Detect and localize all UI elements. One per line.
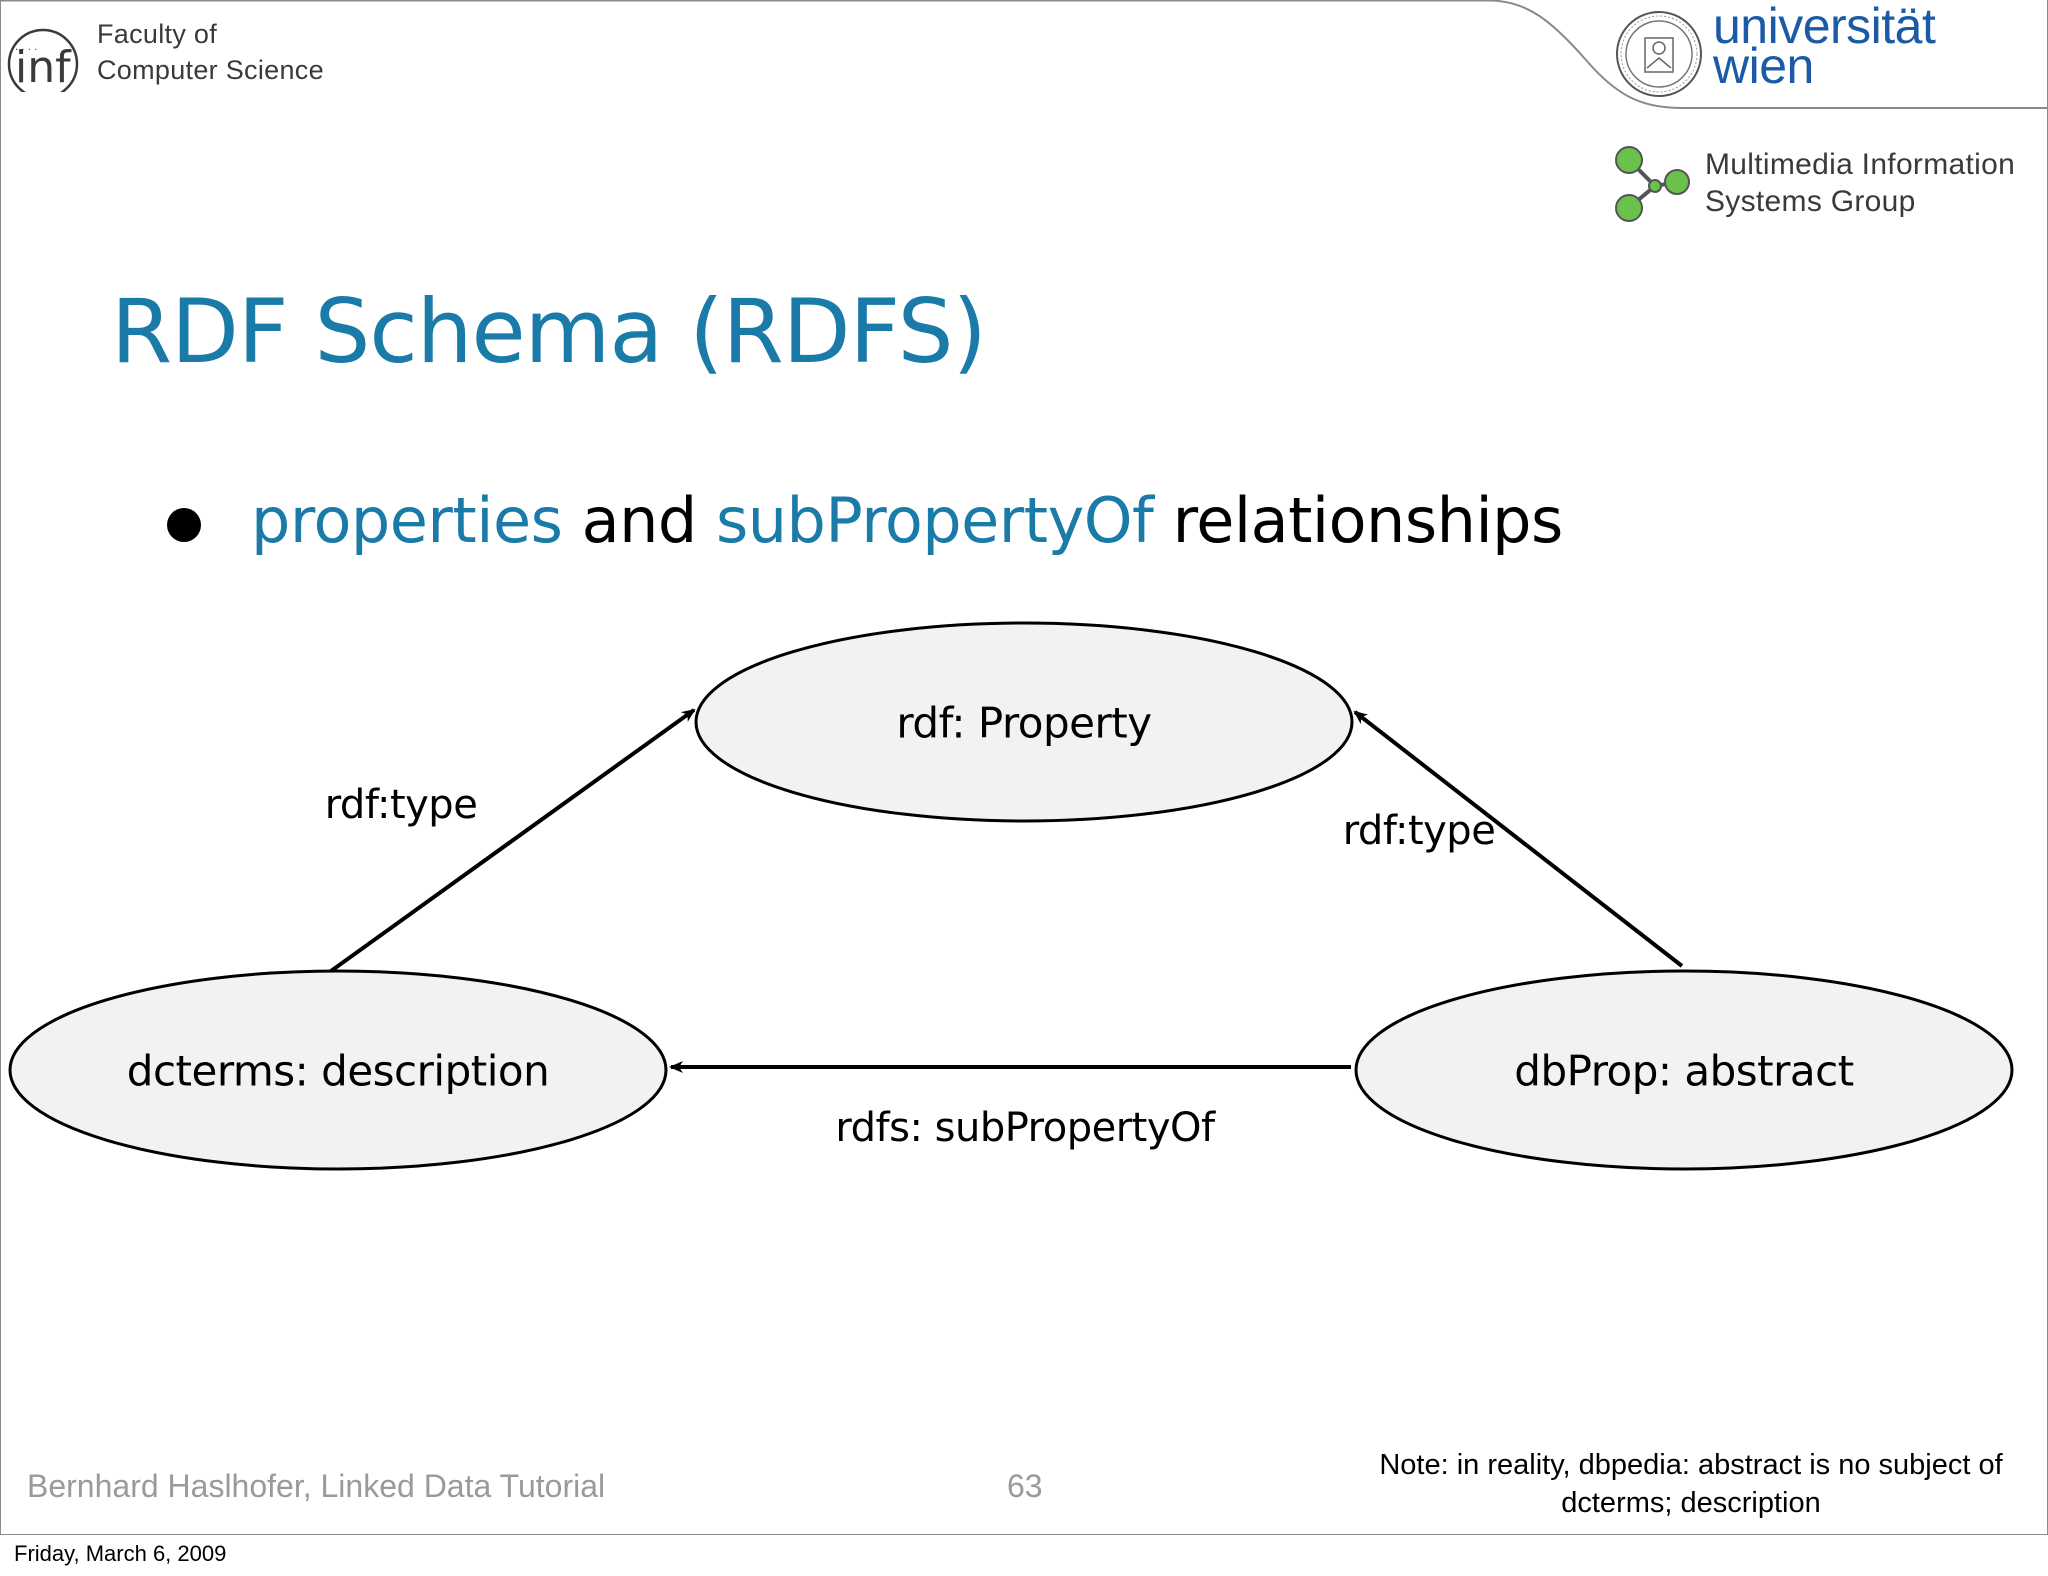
footer-note: Note: in reality, dbpedia: abstract is n… bbox=[1361, 1446, 2021, 1522]
rdfs-diagram: rdf: Property dcterms: description dbPro… bbox=[1, 600, 2047, 1200]
bullet-connector: and bbox=[562, 484, 716, 557]
footer-author: Bernhard Haslhofer, Linked Data Tutorial bbox=[27, 1468, 606, 1504]
university-line-2: wien bbox=[1713, 38, 1814, 94]
group-molecule-icon bbox=[1615, 146, 1690, 222]
slide-title: RDF Schema (RDFS) bbox=[111, 280, 987, 383]
faculty-inf-logo: inf . . . . bbox=[7, 28, 79, 92]
university-name: universität wien bbox=[1713, 0, 1936, 94]
university-line-1: universität bbox=[1713, 0, 1936, 54]
faculty-line-2: Computer Science bbox=[97, 55, 324, 85]
bullet-dot bbox=[167, 508, 201, 542]
svg-text:inf: inf bbox=[15, 42, 72, 92]
footer-note-line-2: dcterms; description bbox=[1561, 1487, 1821, 1519]
node-dcterms-description bbox=[8, 969, 668, 1171]
edge-right-to-top bbox=[1353, 710, 1684, 968]
edge-label-left-to-top: rdf:type bbox=[324, 782, 478, 828]
bullet-text: properties and subPropertyOf relationshi… bbox=[251, 484, 1563, 557]
university-seal-icon bbox=[1616, 11, 1702, 97]
node-rdf-property bbox=[694, 621, 1354, 823]
edge-label-right-to-top: rdf:type bbox=[1342, 808, 1496, 854]
group-name: Multimedia Information Systems Group bbox=[1705, 146, 2015, 220]
svg-text:. . . .: . . . . bbox=[15, 42, 37, 53]
node-label-left: dcterms: description bbox=[126, 1046, 550, 1096]
footer-note-line-1: Note: in reality, dbpedia: abstract is n… bbox=[1379, 1449, 2003, 1481]
group-line-2: Systems Group bbox=[1705, 185, 1916, 218]
faculty-name: Faculty of Computer Science bbox=[97, 16, 324, 88]
print-date: Friday, March 6, 2009 bbox=[14, 1541, 227, 1566]
node-label-top: rdf: Property bbox=[896, 698, 1152, 748]
bullet-term-properties: properties bbox=[251, 484, 563, 557]
edge-left-to-top bbox=[329, 708, 696, 973]
header-tab-curve bbox=[1, 0, 2047, 109]
footer-page-number: 63 bbox=[1007, 1468, 1043, 1504]
edge-label-right-to-left: rdfs: subPropertyOf bbox=[835, 1105, 1215, 1151]
node-dbprop-abstract bbox=[1354, 969, 2014, 1171]
faculty-line-1: Faculty of bbox=[97, 19, 218, 49]
bullet-term-subpropertyof: subPropertyOf bbox=[715, 484, 1154, 557]
bullet-tail: relationships bbox=[1153, 484, 1564, 557]
group-line-1: Multimedia Information bbox=[1705, 148, 2016, 181]
node-label-right: dbProp: abstract bbox=[1514, 1046, 1854, 1096]
slide: inf . . . . Faculty of Computer Science … bbox=[0, 0, 2048, 1535]
